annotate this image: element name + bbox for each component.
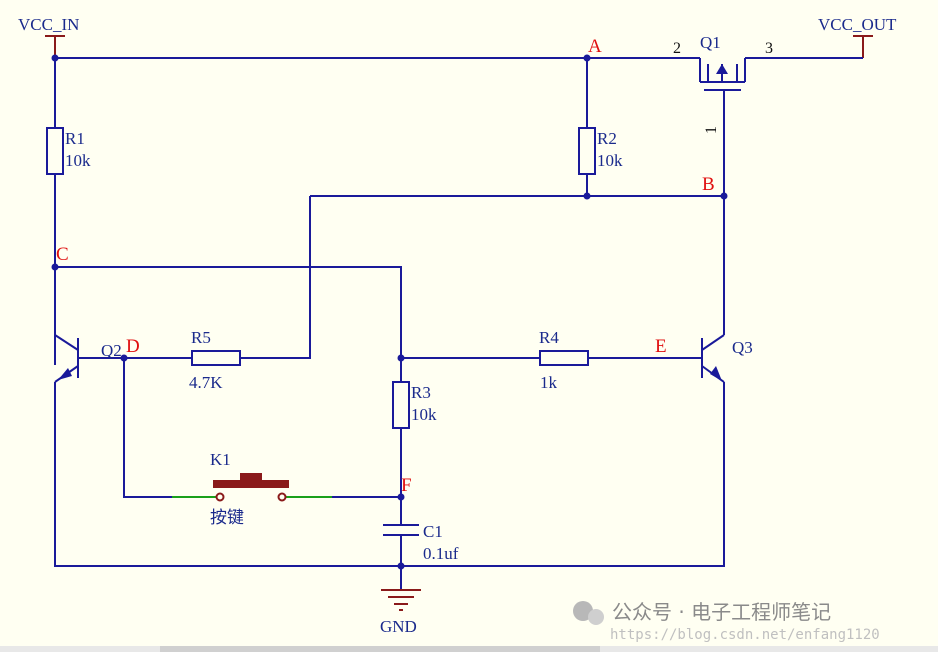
r2-value: 10k [597, 151, 623, 170]
watermark: 公众号 · 电子工程师笔记 https://blog.csdn.net/enfa… [573, 600, 880, 643]
wire-b-to-r5 [240, 196, 311, 359]
r1-ref: R1 [65, 129, 85, 148]
r1-body [46, 127, 64, 175]
c1-ref: C1 [423, 522, 443, 541]
q3-transistor [701, 334, 725, 383]
r3-body [392, 381, 410, 429]
wire-c-rail [55, 266, 402, 358]
wire-gnd-rail [54, 382, 725, 567]
q3-ref: Q3 [732, 338, 753, 357]
node-f-label: F [401, 475, 412, 496]
q1-pin1: 1 [703, 126, 720, 134]
node-d-label: D [126, 336, 140, 357]
c1-value: 0.1uf [423, 544, 459, 563]
node-a-label: A [588, 36, 602, 57]
r3-ref: R3 [411, 383, 431, 402]
wechat-icon [573, 601, 593, 621]
r5-body [191, 350, 241, 366]
node-c-label: C [56, 244, 69, 265]
vcc-out-symbol [853, 35, 873, 58]
r5-value: 4.7K [189, 373, 223, 392]
k1-pushbutton [213, 473, 289, 502]
r4-body [539, 350, 589, 366]
k1-ref: K1 [210, 450, 231, 469]
vcc-in-label: VCC_IN [18, 15, 79, 34]
junction-dots [51, 54, 728, 570]
q1-pin3: 3 [765, 40, 773, 57]
watermark-url: https://blog.csdn.net/enfang1120 [610, 627, 880, 643]
vcc-out-label: VCC_OUT [818, 15, 897, 34]
r4-value: 1k [540, 373, 558, 392]
q2-transistor [54, 334, 124, 383]
r2-ref: R2 [597, 129, 617, 148]
watermark-text: 公众号 · 电子工程师笔记 [612, 600, 831, 624]
r5-ref: R5 [191, 328, 211, 347]
r4-ref: R4 [539, 328, 559, 347]
wechat-icon-bubble [588, 609, 604, 625]
vcc-in-symbol [45, 35, 65, 58]
node-b-label: B [702, 174, 715, 195]
q2-ref: Q2 [101, 341, 122, 360]
scrollbar-thumb[interactable] [160, 646, 600, 652]
gnd-symbol [381, 589, 421, 611]
q1-mosfet [699, 58, 746, 196]
k1-value: 按键 [210, 508, 244, 527]
gnd-label: GND [380, 617, 417, 636]
node-e-label: E [655, 336, 667, 357]
r3-value: 10k [411, 405, 437, 424]
r2-body [578, 127, 596, 175]
wire-d-k1 [123, 358, 172, 498]
r1-value: 10k [65, 151, 91, 170]
q1-pin2: 2 [673, 40, 681, 57]
q1-ref: Q1 [700, 33, 721, 52]
